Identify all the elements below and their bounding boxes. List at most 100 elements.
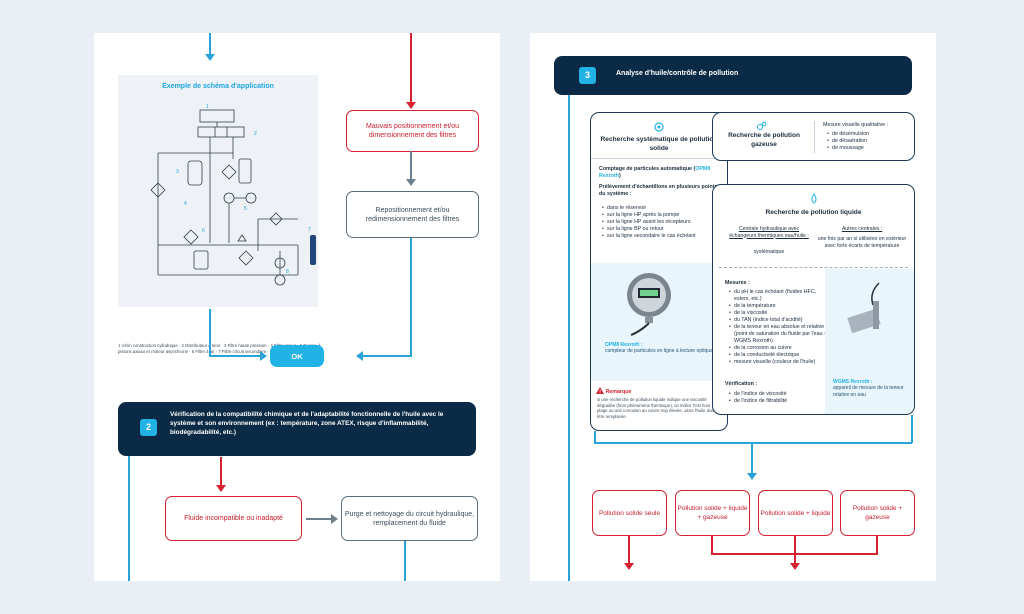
schema-number: 6 <box>202 228 205 234</box>
col1-value: systématique <box>753 249 785 255</box>
particle-counter-image <box>627 273 671 336</box>
arrow-icon <box>205 54 215 61</box>
flow-line <box>128 413 130 581</box>
arrow-icon <box>331 514 338 524</box>
flow-line <box>410 238 412 357</box>
sampling-points-list: dans le réservoir sur la ligne HP après … <box>601 205 725 240</box>
hydraulic-diagram: 1 2 3 4 5 6 7 8 <box>150 104 316 286</box>
flow-line <box>209 355 261 357</box>
list-item: de la corrosion au cuivre <box>729 345 830 352</box>
warning-icon: ! <box>596 387 604 395</box>
section-3-title: Analyse d'huile/contrôle de pollution <box>616 70 739 77</box>
comptage-text: Comptage de particules automatique ( <box>599 166 696 172</box>
box-text: Fluide incompatible ou inadapté <box>184 515 283 522</box>
brand-link: OPM8 Rexroth <box>599 166 711 179</box>
ok-button[interactable]: OK <box>270 345 324 367</box>
flow-line <box>410 151 412 181</box>
section-number: 3 <box>579 67 596 84</box>
result-text: Pollution solide seule <box>598 509 661 517</box>
divider <box>719 267 908 268</box>
flow-line <box>751 443 753 473</box>
flow-line <box>362 355 412 357</box>
flow-line <box>711 536 713 554</box>
list-item: de moussage <box>827 145 869 152</box>
purge-box: Purge et nettoyage du circuit hydrauliqu… <box>341 496 478 541</box>
flow-line <box>568 89 570 581</box>
mauvais-positionnement-box: Mauvais positionnement et/ou dimensionne… <box>346 110 479 152</box>
arrow-icon <box>216 485 226 492</box>
box-text: Purge et nettoyage du circuit hydrauliqu… <box>344 510 475 527</box>
list-item: mesure visuelle (couleur de l'huile) <box>729 359 830 366</box>
list-item: de l'indice de filtrabilité <box>729 398 830 405</box>
divider <box>814 121 815 153</box>
product-desc: compteur de particules en ligne à lectur… <box>605 348 713 355</box>
mesures-list: du pH le cas échéant (fluides HFC, ester… <box>728 289 830 366</box>
flow-line <box>594 442 912 444</box>
flow-line <box>306 518 332 520</box>
section-2-header: 2 Vérification de la compatibilité chimi… <box>118 402 476 456</box>
prelevement-label: Prélèvement d'échantillons en plusieurs … <box>599 184 718 197</box>
ok-label: OK <box>291 351 303 361</box>
remark-title: Remarque <box>605 389 632 395</box>
schema-number: 8 <box>286 269 289 275</box>
gas-pollution-card: Recherche de pollution gazeuse Mesure vi… <box>712 112 915 161</box>
result-box-solid-gas: Pollution solide + gazeuse <box>840 490 915 536</box>
gas-measure-list: de désémulsion de désaération de moussag… <box>826 131 869 152</box>
section-number: 2 <box>140 419 157 436</box>
result-box-solid: Pollution solide seule <box>592 490 667 536</box>
list-item: de désémulsion <box>827 131 869 138</box>
remark-text: si une recherche de pollution liquide in… <box>597 397 714 419</box>
list-item: de la conductivité électrique <box>729 352 830 359</box>
flow-line <box>220 457 222 487</box>
list-item: de la viscosité <box>729 310 830 317</box>
arrow-icon <box>260 351 267 361</box>
liquid-title: Recherche de pollution liquide <box>765 209 862 216</box>
solid-title: Recherche systématique de pollution soli… <box>600 136 718 152</box>
schema-number: 4 <box>184 201 187 207</box>
flow-line <box>209 309 211 357</box>
result-text: Pollution solide + gazeuse <box>852 505 903 521</box>
arrow-icon <box>790 563 800 570</box>
repositionnement-box: Repositionnement et/ou redimensionnement… <box>346 191 479 238</box>
comptage-text: ) <box>619 173 621 179</box>
result-box-solid-liquid: Pollution solide + liquide <box>758 490 833 536</box>
arrow-icon <box>406 179 416 186</box>
left-page: Exemple de schéma d'application <box>94 33 500 581</box>
list-item: de la teneur en eau absolue et relative … <box>729 324 830 345</box>
result-text: Pollution solide + liquide + gazeuse <box>677 505 748 521</box>
wgms-panel: WGMS Rexroth :appareil de mesure de la t… <box>825 269 914 414</box>
schema-number: 5 <box>244 206 247 212</box>
product-caption: WGMS Rexroth :appareil de mesure de la t… <box>833 379 911 398</box>
arrow-icon <box>406 102 416 109</box>
flow-line <box>911 415 913 443</box>
list-item: de la température <box>729 303 830 310</box>
remark-heading: ! Remarque <box>596 387 631 395</box>
product-name: OPM8 Rexroth : <box>605 342 643 348</box>
arrow-icon <box>624 563 634 570</box>
solid-pollution-card: Recherche systématique de pollution soli… <box>590 112 728 431</box>
product-caption: OPM8 Rexroth :compteur de particules en … <box>605 342 715 355</box>
arrow-icon <box>356 351 363 361</box>
flow-line <box>628 536 630 564</box>
verif-title: Vérification : <box>725 381 758 387</box>
flow-line <box>209 33 211 55</box>
result-box-solid-liquid-gas: Pollution solide + liquide + gazeuse <box>675 490 750 536</box>
schema-number: 7 <box>308 227 311 233</box>
list-item: sur la ligne HP après la pompe <box>602 212 725 219</box>
product-name: WGMS Rexroth : <box>833 379 873 385</box>
col2-value: une fois par an si utilisées en extérieu… <box>817 236 907 249</box>
water-drop-icon <box>811 193 817 204</box>
liquid-pollution-card: Recherche de pollution liquide Centrale … <box>712 184 915 415</box>
list-item: du TAN (indice total d'acidité) <box>729 317 830 324</box>
box-text: Repositionnement et/ou redimensionnement… <box>365 206 460 223</box>
visual-title: Mesure visuelle qualitative : <box>823 122 889 128</box>
product-panel: OPM8 Rexroth :compteur de particules en … <box>591 263 727 381</box>
schema-number: 1 <box>206 104 209 110</box>
schema-legend: 1 Vérin construction cylindrique · 2 Dis… <box>118 343 321 354</box>
flow-line <box>594 431 596 443</box>
divider <box>591 158 727 159</box>
flow-line <box>794 536 796 554</box>
bubbles-icon <box>757 121 767 130</box>
schema-number: 2 <box>254 131 257 137</box>
list-item: du pH le cas échéant (fluides HFC, ester… <box>729 289 830 303</box>
